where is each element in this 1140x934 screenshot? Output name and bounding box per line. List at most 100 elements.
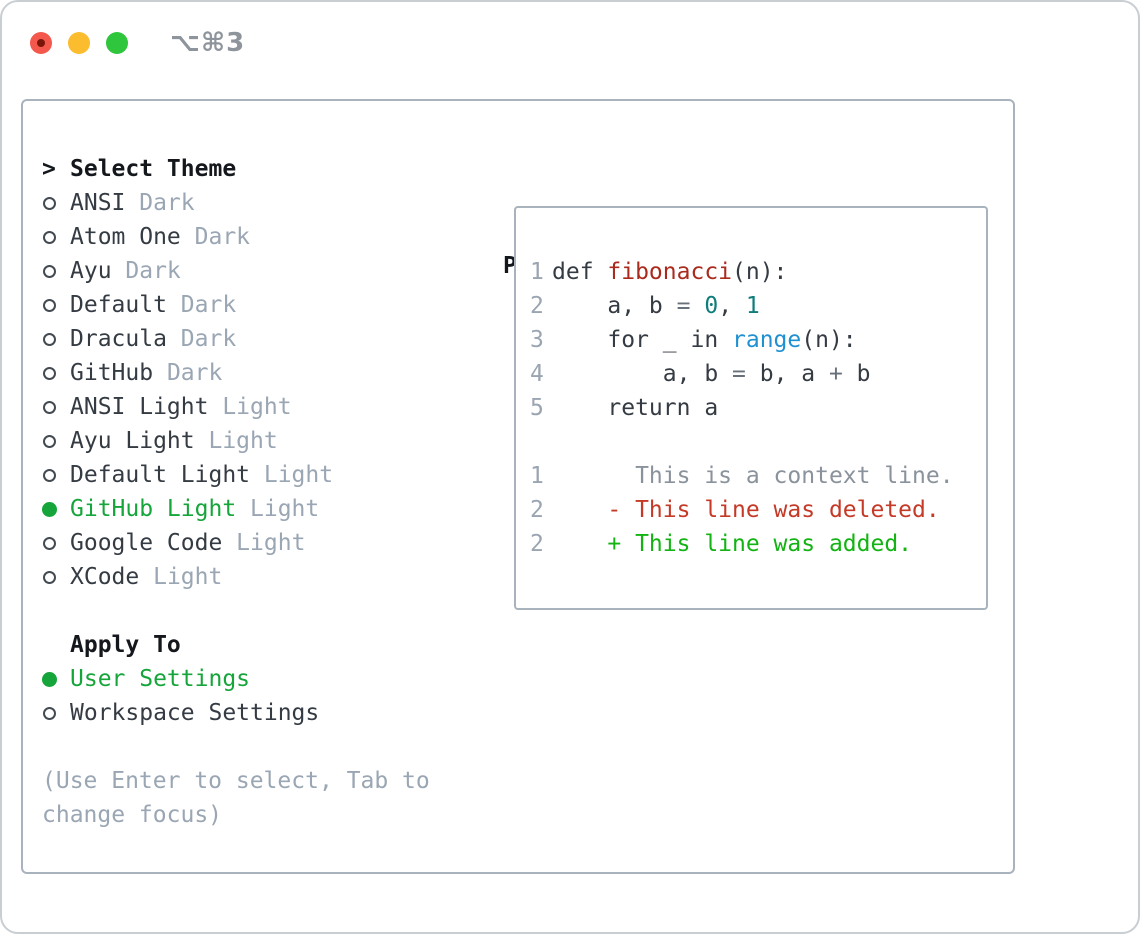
radio-gutter <box>42 501 70 517</box>
zoom-button[interactable] <box>106 32 128 54</box>
theme-option[interactable]: Ayu Light Light <box>42 424 430 458</box>
option-variant-label: Dark <box>111 258 181 284</box>
code-token-code: a, b <box>552 361 733 387</box>
theme-option[interactable]: Google Code Light <box>42 526 430 560</box>
option-variant-label: Dark <box>166 326 237 352</box>
close-dot-icon <box>37 39 45 47</box>
radio-unselected-icon <box>43 468 56 482</box>
code-token-code: return a <box>552 395 719 421</box>
radio-unselected-icon <box>43 196 56 210</box>
theme-option[interactable]: Ayu Dark <box>42 254 430 288</box>
option-variant-label: Light <box>222 530 306 556</box>
code-token-op: + <box>828 361 843 387</box>
option-label: ANSI <box>70 190 126 216</box>
apply-to-option[interactable]: Workspace Settings <box>42 696 430 730</box>
select-theme-header: > Select Theme <box>42 152 430 186</box>
diff-line-added: 2 + This line was added. <box>530 527 980 561</box>
line-number: 2 <box>530 293 544 319</box>
option-variant-label: Light <box>236 496 320 522</box>
prompt-caret-icon: > <box>42 156 56 182</box>
code-line: 2 a, b = 0, 1 <box>530 289 980 323</box>
line-number: 3 <box>530 327 544 353</box>
code-token-op: = <box>732 361 746 387</box>
radio-unselected-icon <box>43 366 56 380</box>
option-label: Default Light <box>70 462 251 488</box>
line-number: 5 <box>530 395 544 421</box>
line-number: 1 <box>530 259 544 285</box>
spacer-row <box>42 730 430 764</box>
line-number: 4 <box>530 361 544 387</box>
select-theme-title: Select Theme <box>70 156 237 182</box>
radio-gutter <box>42 264 70 278</box>
option-label: Ayu Light <box>70 428 195 454</box>
diff-line-context: 1 This is a context line. <box>530 459 980 493</box>
close-button[interactable] <box>30 32 52 54</box>
titlebar: ⌥⌘3 <box>30 28 245 58</box>
theme-option[interactable]: XCode Light <box>42 560 430 594</box>
code-token-num: 0 <box>704 293 719 319</box>
hint-line-1: (Use Enter to select, Tab to <box>42 768 430 794</box>
radio-gutter <box>42 298 70 312</box>
radio-unselected-icon <box>43 434 56 448</box>
option-label: Dracula <box>70 326 167 352</box>
line-number: 2 <box>530 531 544 557</box>
radio-unselected-icon <box>43 264 56 278</box>
diff-line-deleted: 2 - This line was deleted. <box>530 493 980 527</box>
radio-gutter <box>42 570 70 584</box>
radio-gutter <box>42 536 70 550</box>
minimize-button[interactable] <box>68 32 90 54</box>
option-variant-label: Light <box>208 394 292 420</box>
theme-option[interactable]: ANSI Dark <box>42 186 430 220</box>
option-variant-label: Dark <box>125 190 195 216</box>
code-token-func: fibonacci <box>607 259 733 285</box>
radio-gutter <box>42 434 70 448</box>
window-title: ⌥⌘3 <box>170 28 246 58</box>
theme-option[interactable]: Default Light Light <box>42 458 430 492</box>
option-label: ANSI Light <box>70 394 209 420</box>
theme-option[interactable]: GitHub Light Light <box>42 492 430 526</box>
code-token-code: b <box>842 361 871 387</box>
code-token-code: for _ in <box>552 327 733 353</box>
option-variant-label: Dark <box>166 292 237 318</box>
radio-gutter <box>42 366 70 380</box>
option-label: GitHub <box>70 360 154 386</box>
code-token-code: , <box>718 293 746 319</box>
theme-option[interactable]: ANSI Light Light <box>42 390 430 424</box>
code-token-code <box>690 293 704 319</box>
option-variant-label: Dark <box>153 360 223 386</box>
radio-selected-icon <box>42 671 57 687</box>
diff-text-context: This is a context line. <box>552 463 954 489</box>
option-label: Google Code <box>70 530 223 556</box>
theme-option[interactable]: Default Dark <box>42 288 430 322</box>
radio-unselected-icon <box>43 332 56 346</box>
option-variant-label: Light <box>139 564 223 590</box>
radio-unselected-icon <box>43 570 56 584</box>
apply-to-header: Apply To <box>42 628 430 662</box>
option-label: Default <box>70 292 167 318</box>
option-label: Ayu <box>70 258 112 284</box>
code-token-code: def <box>552 259 608 285</box>
code-token-code: (n): <box>801 327 857 353</box>
code-token-builtin: range <box>732 327 802 353</box>
code-token-code: a, b <box>552 293 677 319</box>
apply-to-option[interactable]: User Settings <box>42 662 430 696</box>
radio-gutter <box>42 230 70 244</box>
code-token-op: = <box>676 293 691 319</box>
apply-to-title: Apply To <box>70 632 181 658</box>
theme-option[interactable]: Atom One Dark <box>42 220 430 254</box>
option-label: Workspace Settings <box>70 700 320 726</box>
line-number: 2 <box>530 497 544 523</box>
radio-gutter <box>42 332 70 346</box>
theme-option[interactable]: GitHub Dark <box>42 356 430 390</box>
option-label: User Settings <box>70 666 251 692</box>
diff-text-deleted: - This line was deleted. <box>552 497 940 523</box>
radio-selected-icon <box>42 501 57 517</box>
spacer-row <box>42 594 430 628</box>
radio-gutter <box>42 196 70 210</box>
theme-option[interactable]: Dracula Dark <box>42 322 430 356</box>
radio-gutter <box>42 400 70 414</box>
